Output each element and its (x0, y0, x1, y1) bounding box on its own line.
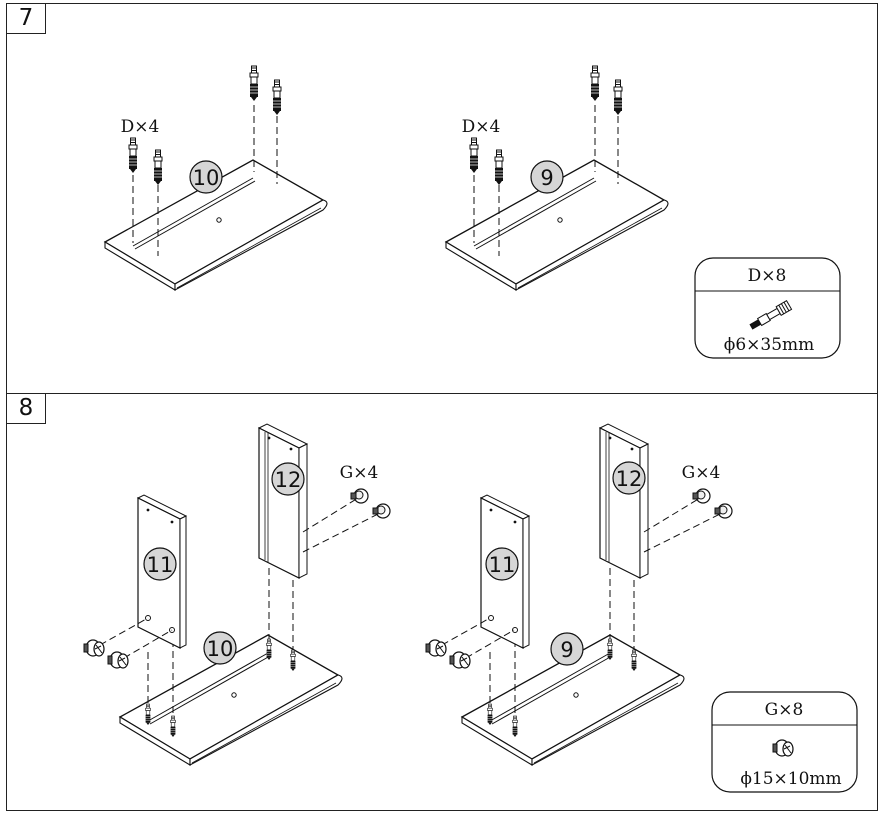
side-panel-number: 12 (275, 468, 302, 492)
part-number: 9 (540, 166, 553, 190)
step-8-panel: 8 (6, 393, 878, 811)
hardware-quantity-label: D×4 (462, 117, 501, 137)
hardware-box-g: G×8 ϕ15×10mm (711, 691, 858, 793)
hardware-quantity-label: D×4 (121, 117, 160, 137)
part-callout (189, 160, 223, 194)
side-panel-number: 12 (616, 467, 643, 491)
step-number: 7 (6, 3, 46, 34)
hardware-box-title: D×8 (748, 266, 787, 286)
side-panel-number: 11 (489, 553, 516, 577)
part-number: 10 (207, 637, 234, 661)
step7-assembly-left: 10 D×4 (104, 65, 328, 291)
step8-assembly-left: 11 12 10 G×4 (83, 423, 391, 766)
part-callout (485, 547, 519, 581)
part-callout (203, 631, 237, 665)
part-callout (143, 547, 177, 581)
part-callout (612, 461, 646, 495)
hardware-box-title: G×8 (765, 700, 804, 720)
step8-assembly-right: 11 12 9 G×4 (425, 423, 733, 766)
hardware-size-label: ϕ15×10mm (740, 769, 841, 789)
part-callout (550, 632, 584, 666)
hardware-size-label: ϕ6×35mm (724, 335, 815, 355)
part-number: 9 (560, 638, 573, 662)
side-panel-number: 11 (147, 553, 174, 577)
part-callout (530, 160, 564, 194)
step-number: 8 (6, 393, 46, 424)
part-callout (271, 462, 305, 496)
step7-assembly-right: 9 D×4 (445, 65, 669, 291)
cam-dowel-icon (749, 299, 793, 330)
hardware-box-d: D×8 ϕ6×35mm (694, 257, 841, 359)
part-number: 10 (193, 166, 220, 190)
hardware-quantity-label: G×4 (340, 463, 379, 483)
hardware-quantity-label: G×4 (682, 463, 721, 483)
